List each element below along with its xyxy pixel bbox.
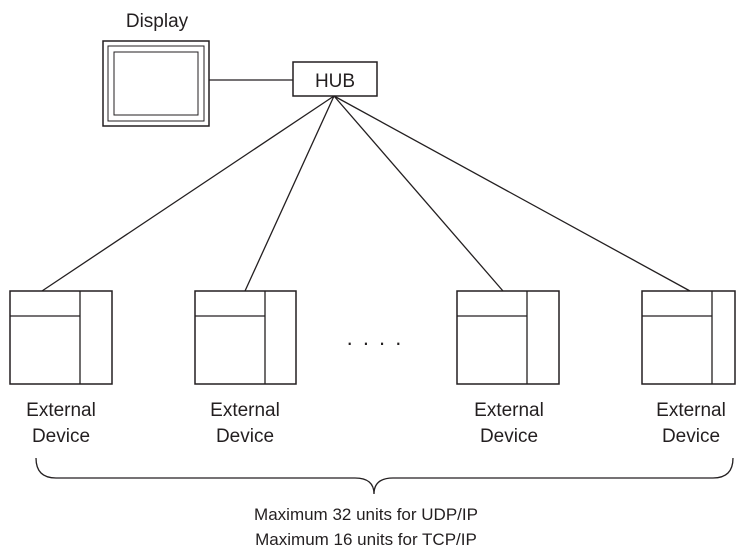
hub-device-2-cable [244,95,335,292]
external-device-3-label-line1: External [474,400,544,421]
hub-device-4-cable [333,95,691,292]
ellipsis: . . . . [347,325,404,350]
hub-device-3-cable [333,95,504,292]
external-device-4-label-line1: External [656,400,726,421]
external-device-2-label-line2: Device [216,426,274,447]
display-icon [102,40,210,127]
hub-label: HUB [315,71,355,92]
grouping-brace [35,457,734,495]
note-udp: Maximum 32 units for UDP/IP [254,505,478,524]
note-tcp: Maximum 16 units for TCP/IP [255,530,477,549]
external-device-2-icon [194,290,297,385]
external-device-3-label-line2: Device [480,426,538,447]
external-device-1-icon [9,290,113,385]
hub-device-1-cable [41,95,335,292]
external-device-1-label-line2: Device [32,426,90,447]
external-device-2-label-line1: External [210,400,280,421]
external-device-4-label-line2: Device [662,426,720,447]
display-label: Display [126,11,189,32]
external-device-4-icon [641,290,736,385]
external-device-1-label-line1: External [26,400,96,421]
external-device-3-icon [456,290,560,385]
